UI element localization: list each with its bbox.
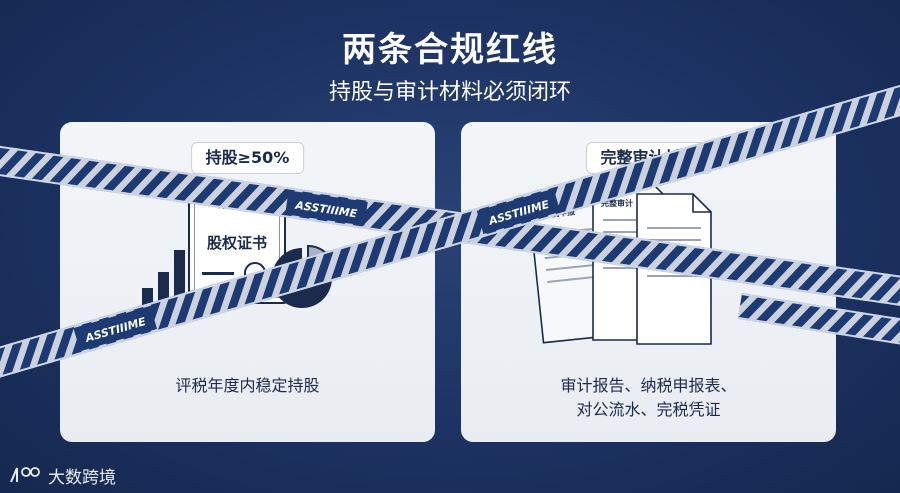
pie-chart-icon	[272, 244, 336, 308]
certificate-small-text: 两项 ≥50%	[218, 202, 256, 210]
page-subtitle: 持股与审计材料必须闭环	[328, 80, 571, 105]
brand-mark-icon	[10, 467, 40, 483]
certificate-line	[202, 272, 234, 275]
audit-materials-card: 完整审计材料 纳税申报 完整审计 审计报告、纳税申报表、 对公流水、完税凭证	[461, 122, 836, 442]
shareholding-caption: 评税年度内稳定持股	[175, 376, 320, 395]
shareholding-card: 持股≥50% 两项 ≥50% 股权证书 评税年度内稳定持股	[60, 122, 435, 442]
brand-name: 大数跨境	[48, 467, 116, 488]
audit-doc-label: 完整审计	[601, 199, 633, 208]
shareholding-label: 持股≥50%	[190, 142, 305, 174]
audit-materials-label: 完整审计材料	[585, 142, 712, 174]
brand-logo: 大数跨境	[8, 462, 116, 488]
audit-caption-line1: 审计报告、纳税申报表、	[560, 376, 737, 395]
audit-caption-line2: 对公流水、完税凭证	[576, 400, 721, 419]
page-title: 两条合规红线	[342, 30, 558, 70]
certificate-seal	[244, 262, 266, 284]
bar-chart-icon	[138, 250, 194, 316]
